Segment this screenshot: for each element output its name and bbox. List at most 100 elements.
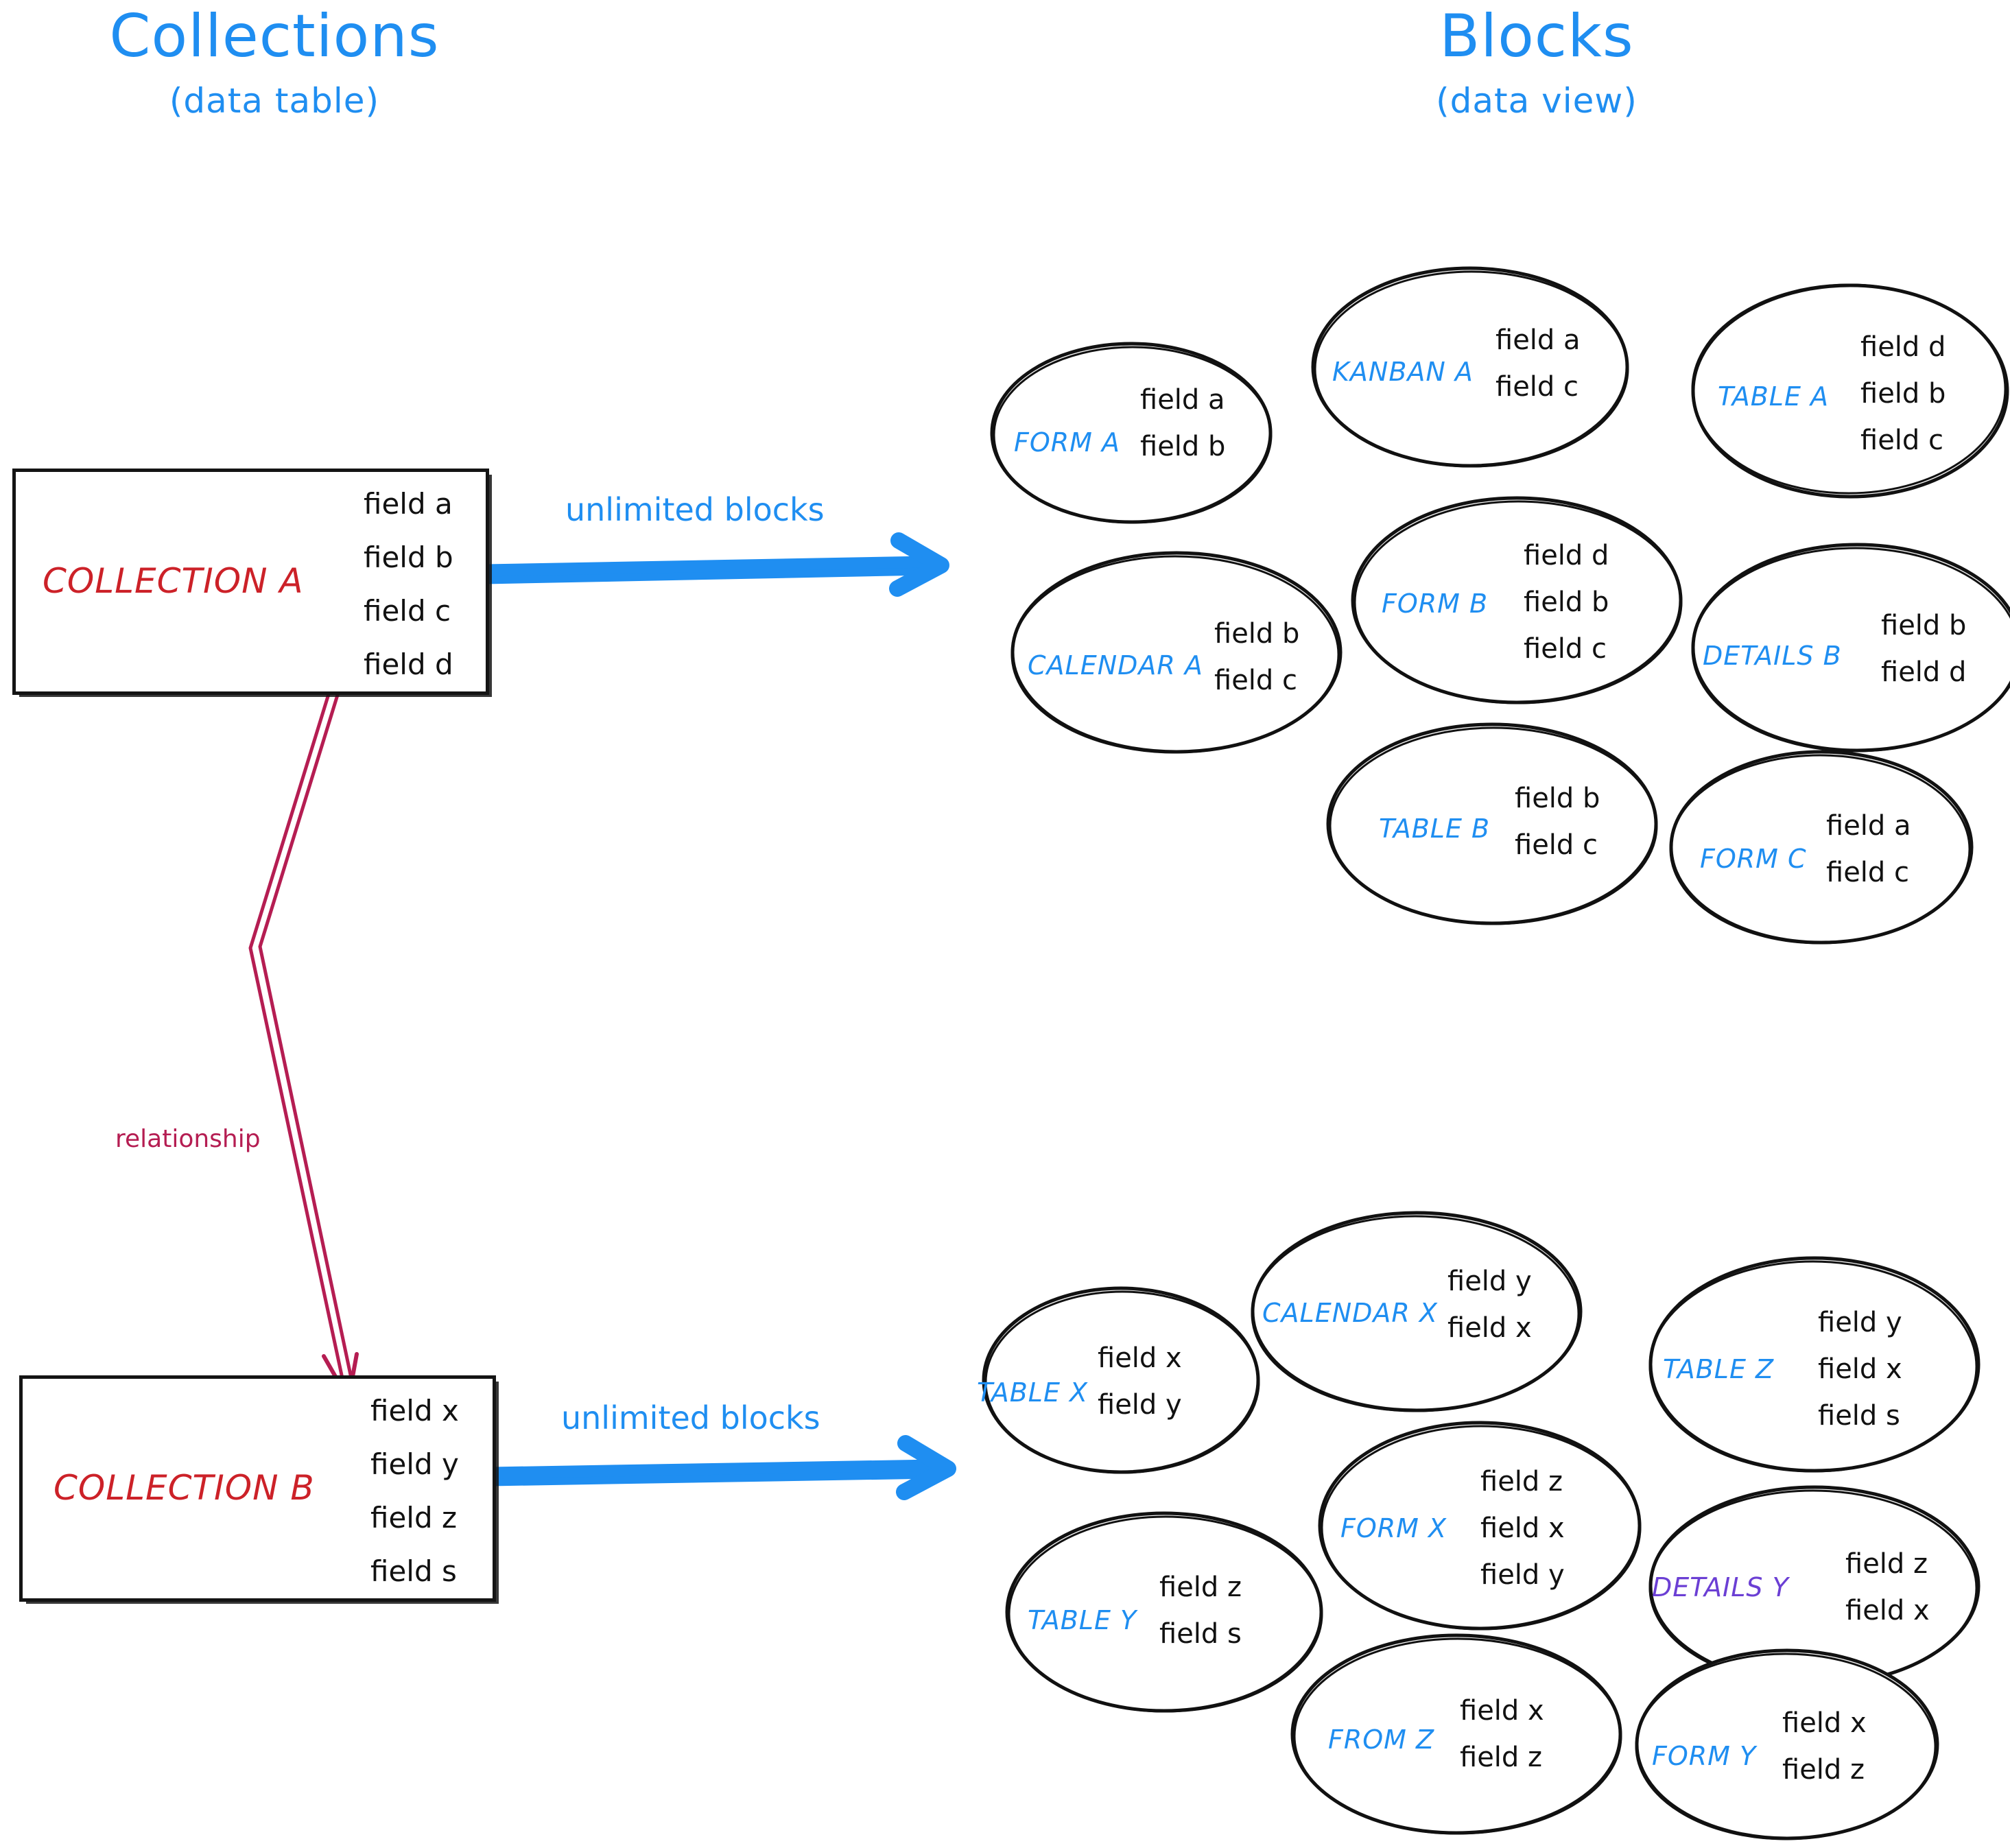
block-field: field x xyxy=(1845,1595,1930,1626)
relationship-connector xyxy=(248,656,359,1401)
ellipse-shape xyxy=(1005,1511,1323,1713)
block-name: KANBAN A xyxy=(1332,357,1474,387)
block-field: field c xyxy=(1495,371,1579,403)
collection-a-field: field c xyxy=(364,594,451,628)
block-fields: field x field y xyxy=(1098,1344,1182,1419)
block-name: TABLE Y xyxy=(1028,1605,1137,1635)
block-fields: field z field x xyxy=(1845,1550,1930,1624)
block-name: FROM Z xyxy=(1328,1725,1435,1755)
block-fields: field x field z xyxy=(1460,1697,1544,1771)
block-fields: field d field b field c xyxy=(1860,333,1946,454)
arrow-unlimited-blocks-a xyxy=(478,532,949,597)
title-blocks-main: Blocks xyxy=(1439,2,1634,71)
block-name: TABLE A xyxy=(1718,381,1830,412)
collection-box-a[interactable] xyxy=(12,469,489,695)
block-field: field z xyxy=(1782,1754,1865,1786)
ellipse-shape xyxy=(1010,551,1343,754)
block-field: field c xyxy=(1515,829,1598,861)
ellipse-shape xyxy=(982,1286,1260,1474)
block-field: field x xyxy=(1447,1312,1532,1344)
collection-b-field: field z xyxy=(370,1501,458,1535)
block-field: field z xyxy=(1460,1742,1543,1773)
block-details-y[interactable]: DETAILS Y field z field x xyxy=(1646,1483,1983,1689)
block-form-c[interactable]: FORM C field a field c xyxy=(1667,748,1976,947)
block-name: FORM C xyxy=(1700,844,1807,874)
ellipse-shape xyxy=(1648,1485,1981,1687)
block-form-y[interactable]: FORM Y field x field z xyxy=(1633,1646,1941,1843)
block-calendar-x[interactable]: CALENDAR X field y field x xyxy=(1249,1209,1585,1414)
block-fields: field z field x field y xyxy=(1480,1468,1565,1589)
collection-a-name: COLLECTION A xyxy=(43,561,304,601)
collection-b-field: field x xyxy=(370,1394,459,1428)
block-name: DETAILS Y xyxy=(1652,1572,1789,1602)
block-details-b[interactable]: DETAILS B field b field d xyxy=(1689,541,2010,755)
block-name: FORM Y xyxy=(1652,1741,1757,1771)
block-field: field b xyxy=(1860,378,1946,410)
block-name: FORM A xyxy=(1014,427,1121,458)
block-fields: field y field x field s xyxy=(1818,1309,1902,1430)
block-table-z[interactable]: TABLE Z field y field x field s xyxy=(1646,1254,1983,1475)
block-field: field z xyxy=(1480,1466,1563,1497)
block-field: field x xyxy=(1818,1353,1902,1385)
block-field: field a xyxy=(1495,324,1581,356)
block-table-a[interactable]: TABLE A field d field b field c xyxy=(1689,281,2010,501)
collection-b-fields: field x field y field z field s xyxy=(370,1397,459,1586)
title-blocks-sub: (data view) xyxy=(1436,81,1637,121)
block-field: field z xyxy=(1159,1572,1242,1603)
block-field: field b xyxy=(1881,610,1967,641)
block-field: field y xyxy=(1447,1266,1532,1297)
ellipse-shape xyxy=(1351,496,1683,704)
ellipse-shape xyxy=(1691,283,2009,499)
block-form-x[interactable]: FORM X field z field x field y xyxy=(1316,1419,1644,1633)
block-table-y[interactable]: TABLE Y field z field s xyxy=(1003,1509,1325,1715)
ellipse-shape xyxy=(1635,1648,1939,1840)
collection-b-name: COLLECTION B xyxy=(54,1468,315,1508)
block-field: field c xyxy=(1214,665,1298,696)
block-from-z[interactable]: FROM Z field x field z xyxy=(1288,1631,1624,1837)
block-field: field c xyxy=(1860,425,1944,456)
collection-a-field: field a xyxy=(364,487,453,521)
collection-b-field: field y xyxy=(370,1447,459,1481)
block-field: field b xyxy=(1524,587,1609,618)
block-fields: field x field z xyxy=(1782,1709,1867,1784)
collection-a-field: field d xyxy=(364,648,453,681)
block-form-b[interactable]: FORM B field d field b field c xyxy=(1349,494,1685,707)
block-kanban-a[interactable]: KANBAN A field a field c xyxy=(1309,264,1631,470)
block-form-a[interactable]: FORM A field a field b xyxy=(988,340,1275,526)
ellipse-shape xyxy=(1290,1633,1622,1835)
page-title-collections: Collections (data table) xyxy=(62,7,487,118)
block-field: field x xyxy=(1460,1695,1544,1727)
ellipse-shape xyxy=(1648,1256,1981,1473)
block-fields: field b field d xyxy=(1881,612,1966,686)
block-fields: field a field b xyxy=(1140,386,1225,460)
collection-a-fields: field a field b field c field d xyxy=(364,490,453,679)
block-fields: field a field c xyxy=(1495,327,1581,401)
block-name: FORM X xyxy=(1340,1513,1447,1543)
block-field: field a xyxy=(1826,810,1911,842)
collection-box-b[interactable] xyxy=(19,1375,496,1602)
block-name: FORM B xyxy=(1382,589,1489,619)
block-field: field d xyxy=(1860,331,1946,363)
collection-a-field: field b xyxy=(364,541,453,574)
page-title-blocks: Blocks (data view) xyxy=(1303,7,1770,118)
block-name: TABLE B xyxy=(1379,814,1491,844)
block-name: CALENDAR A xyxy=(1028,650,1203,680)
block-field: field b xyxy=(1140,431,1226,462)
ellipse-shape xyxy=(1669,750,1974,945)
title-collections-sub: (data table) xyxy=(169,81,380,121)
relationship-label: relationship xyxy=(115,1125,261,1153)
block-calendar-a[interactable]: CALENDAR A field b field c xyxy=(1008,549,1345,756)
arrow-unlimited-blocks-b xyxy=(484,1435,956,1500)
block-field: field c xyxy=(1826,857,1910,888)
block-table-b[interactable]: TABLE B field b field c xyxy=(1324,720,1660,927)
arrow-label-unlimited-blocks-b: unlimited blocks xyxy=(561,1399,820,1436)
block-fields: field y field x xyxy=(1447,1268,1532,1342)
block-field: field d xyxy=(1881,656,1967,688)
title-collections-main: Collections xyxy=(109,2,440,71)
block-field: field x xyxy=(1480,1513,1565,1544)
ellipse-shape xyxy=(1691,543,2010,753)
block-field: field c xyxy=(1524,633,1607,665)
block-table-x[interactable]: TABLE X field x field y xyxy=(977,1284,1262,1476)
collection-b-field: field s xyxy=(370,1554,457,1588)
